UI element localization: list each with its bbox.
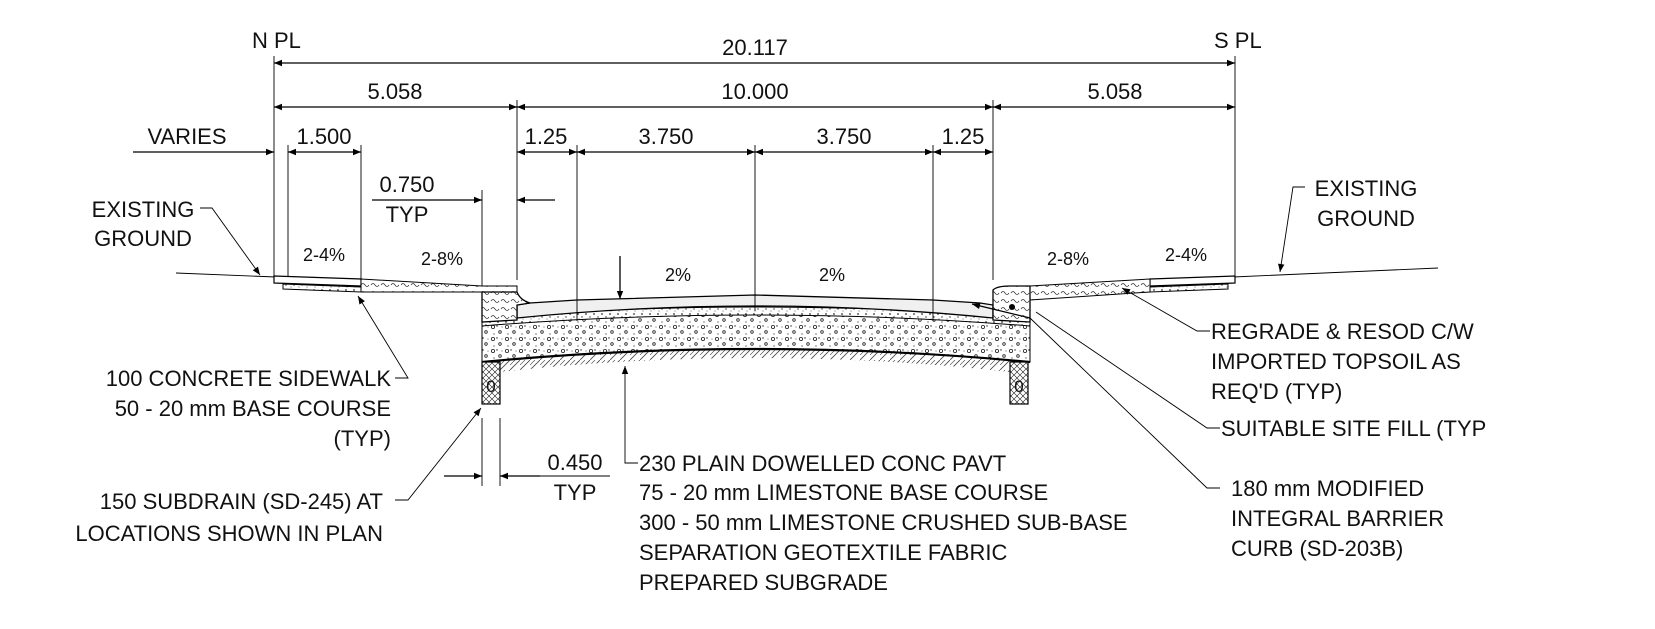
callout-existing-ground-right: EXISTING GROUND	[1315, 176, 1418, 231]
existing-ground-right-line-2: GROUND	[1317, 206, 1415, 231]
right-boulevard-slope: 2-8%	[1047, 249, 1089, 269]
overall-width-dimension: 20.117	[722, 35, 788, 60]
subdrain-line-2: LOCATIONS SHOWN IN PLAN	[75, 521, 383, 546]
right-subdrain-pipe: 0	[1014, 377, 1023, 396]
callout-subdrain: 150 SUBDRAIN (SD-245) AT LOCATIONS SHOWN…	[75, 489, 383, 546]
right-subdrain-trench	[1009, 361, 1029, 405]
slope-labels: 2-4% 2-8% 2% 2% 2-8% 2-4%	[303, 245, 1207, 285]
left-subdrain-trench	[481, 361, 501, 405]
varies-dimension: VARIES	[147, 124, 226, 149]
pavement-line-5: PREPARED SUBGRADE	[639, 570, 888, 595]
existing-ground-lines	[175, 267, 1439, 278]
left-curb: 0	[481, 291, 531, 405]
south-property-line-label: S PL	[1214, 28, 1262, 53]
dimension-text: N PL S PL 20.117 5.058 10.000 5.058 VARI…	[147, 28, 1261, 505]
left-gutter-dimension: 1.25	[525, 124, 568, 149]
pavement-line-1: 230 PLAIN DOWELLED CONC PAVT	[639, 451, 1006, 476]
right-boulevard-dimension: 5.058	[1087, 79, 1142, 104]
callout-pavement: 230 PLAIN DOWELLED CONC PAVT 75 - 20 mm …	[639, 451, 1128, 595]
left-lane-dimension: 3.750	[638, 124, 693, 149]
offset-typ-label: TYP	[386, 202, 429, 227]
existing-ground-right-line-1: EXISTING	[1315, 176, 1418, 201]
subdrain-offset-dimension: 0.450	[547, 450, 602, 475]
curb-line-1: 180 mm MODIFIED	[1231, 476, 1424, 501]
left-sidewalk-and-boulevard	[273, 275, 518, 293]
callout-existing-ground-left: EXISTING GROUND	[92, 197, 195, 251]
existing-ground-left-line-1: EXISTING	[92, 197, 195, 222]
regrade-line-1: REGRADE & RESOD C/W	[1211, 319, 1474, 344]
sidewalk-width-dimension: 1.500	[296, 124, 351, 149]
offset-dimension: 0.750	[379, 172, 434, 197]
right-lane-slope: 2%	[819, 265, 845, 285]
site-fill-line-1: SUITABLE SITE FILL (TYP	[1221, 416, 1486, 441]
left-boulevard-dimension: 5.058	[367, 79, 422, 104]
pavement-structure	[481, 294, 1031, 372]
callout-site-fill: SUITABLE SITE FILL (TYP	[1221, 416, 1486, 441]
subdrain-typ-label: TYP	[554, 480, 597, 505]
right-sidewalk-and-boulevard	[992, 275, 1236, 301]
sidewalk-line-2: 50 - 20 mm BASE COURSE	[115, 396, 391, 421]
right-curb-dowel	[1009, 304, 1015, 310]
pavement-line-2: 75 - 20 mm LIMESTONE BASE COURSE	[639, 480, 1048, 505]
leader-lines	[200, 186, 1305, 501]
pavement-line-4: SEPARATION GEOTEXTILE FABRIC	[639, 540, 1007, 565]
roadway-dimension: 10.000	[721, 79, 788, 104]
sidewalk-line-1: 100 CONCRETE SIDEWALK	[106, 366, 392, 391]
right-sidewalk-slope: 2-4%	[1165, 245, 1207, 265]
right-curb: 0	[992, 285, 1031, 405]
north-property-line-label: N PL	[252, 28, 301, 53]
existing-ground-left-line-2: GROUND	[94, 226, 192, 251]
pavement-line-3: 300 - 50 mm LIMESTONE CRUSHED SUB-BASE	[639, 510, 1128, 535]
left-subdrain-pipe: 0	[486, 377, 495, 396]
regrade-line-3: REQ'D (TYP)	[1211, 379, 1342, 404]
right-lane-dimension: 3.750	[816, 124, 871, 149]
right-gutter-dimension: 1.25	[942, 124, 985, 149]
left-boulevard-slope: 2-8%	[421, 249, 463, 269]
left-sidewalk-slope: 2-4%	[303, 245, 345, 265]
curb-line-3: CURB (SD-203B)	[1231, 536, 1403, 561]
left-lane-slope: 2%	[665, 265, 691, 285]
sidewalk-line-3: (TYP)	[334, 426, 391, 451]
curb-line-2: INTEGRAL BARRIER	[1231, 506, 1444, 531]
callout-curb: 180 mm MODIFIED INTEGRAL BARRIER CURB (S…	[1231, 476, 1444, 561]
callout-sidewalk: 100 CONCRETE SIDEWALK 50 - 20 mm BASE CO…	[106, 366, 392, 451]
regrade-line-2: IMPORTED TOPSOIL AS	[1211, 349, 1461, 374]
geotextile-fabric	[481, 347, 1031, 364]
subdrain-line-1: 150 SUBDRAIN (SD-245) AT	[100, 489, 383, 514]
callout-regrade: REGRADE & RESOD C/W IMPORTED TOPSOIL AS …	[1211, 319, 1474, 404]
dimension-lines	[133, 56, 1236, 486]
